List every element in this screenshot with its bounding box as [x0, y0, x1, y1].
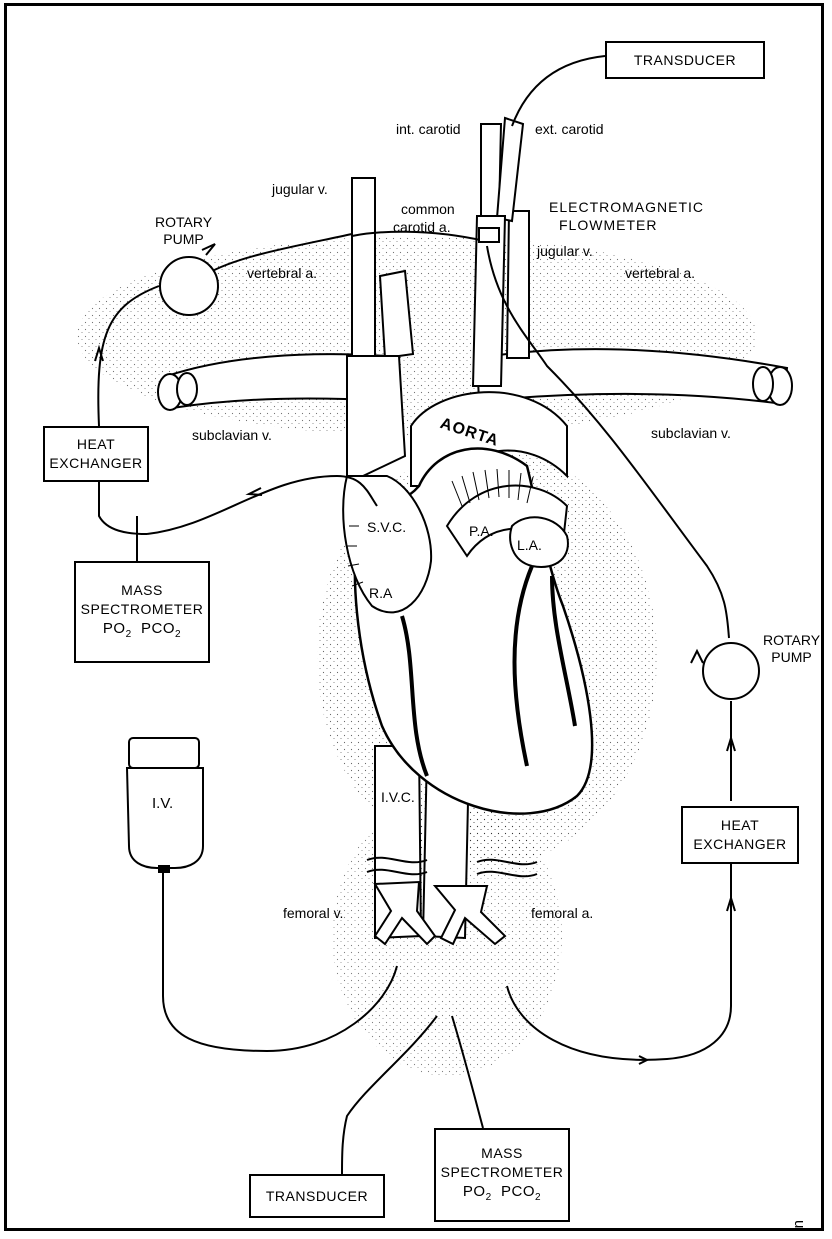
label-int-carotid: int. carotid	[396, 122, 461, 137]
mass-spec-bottom-pco2: PCO	[501, 1183, 535, 1200]
label-svc: S.V.C.	[367, 520, 406, 535]
label-em-flowmeter-1: ELECTROMAGNETIC	[549, 200, 704, 215]
mass-spec-bottom-line1: MASS	[481, 1144, 523, 1163]
label-la: L.A.	[517, 538, 542, 553]
label-common-carotid-1: common	[401, 202, 455, 217]
rotary-pump-left-circle	[160, 257, 218, 315]
label-pa: P.A.	[469, 524, 494, 539]
heat-exchanger-left-line1: HEAT	[77, 435, 115, 454]
heat-exchanger-left-line2: EXCHANGER	[49, 454, 142, 473]
mass-spec-bottom-pco2-sub: 2	[535, 1192, 541, 1203]
label-em-flowmeter-2: FLOWMETER	[559, 218, 657, 233]
mass-spec-left-po2-sub: 2	[126, 629, 132, 640]
artist-credit: g.h.tan	[790, 1220, 807, 1231]
label-ext-carotid: ext. carotid	[535, 122, 603, 137]
mass-spectrometer-left-box: MASS SPECTROMETER PO2 PCO2	[74, 561, 210, 663]
mass-spec-bottom-po2: PO	[463, 1183, 486, 1200]
label-femoral-a: femoral a.	[531, 906, 593, 921]
label-subclavian-v-left: subclavian v.	[192, 428, 272, 443]
mass-spec-left-line1: MASS	[121, 581, 163, 600]
label-jugular-v-right: jugular v.	[537, 244, 593, 259]
rotary-pump-right-label: ROTARY PUMP	[763, 632, 820, 666]
mass-spec-left-gases: PO2 PCO2	[103, 619, 181, 644]
transducer-top-label: TRANSDUCER	[634, 51, 736, 70]
flowmeter-probe	[479, 228, 499, 242]
label-ra: R.A	[369, 586, 392, 601]
jugular-vein-left	[352, 178, 375, 356]
label-ivc: I.V.C.	[381, 790, 415, 805]
heat-exchanger-right-line1: HEAT	[721, 816, 759, 835]
mass-spectrometer-bottom-box: MASS SPECTROMETER PO2 PCO2	[434, 1128, 570, 1222]
heat-exchanger-right-box: HEAT EXCHANGER	[681, 806, 799, 864]
rotary-pump-left-label: ROTARY PUMP	[155, 214, 212, 248]
heat-exchanger-left-box: HEAT EXCHANGER	[43, 426, 149, 482]
label-jugular-v-left: jugular v.	[272, 182, 328, 197]
superior-vena-cava	[347, 356, 405, 476]
label-femoral-v: femoral v.	[283, 906, 343, 921]
label-vertebral-a-right: vertebral a.	[625, 266, 695, 281]
pump-left-line1: ROTARY	[155, 214, 212, 231]
mass-spec-left-po2: PO	[103, 620, 126, 637]
pump-left-line2: PUMP	[155, 231, 212, 248]
label-iv: I.V.	[152, 796, 173, 811]
diagram-frame: int. carotid ext. carotid jugular v. com…	[4, 3, 824, 1231]
mass-spec-bottom-line2: SPECTROMETER	[441, 1163, 564, 1182]
pump-right-line1: ROTARY	[763, 632, 820, 649]
mass-spec-left-pco2: PCO	[141, 620, 175, 637]
mass-spec-bottom-po2-sub: 2	[486, 1192, 492, 1203]
label-common-carotid-2: carotid a.	[393, 220, 451, 235]
mass-spec-left-pco2-sub: 2	[175, 629, 181, 640]
rotary-pump-right-circle	[703, 643, 759, 699]
transducer-bottom-label: TRANSDUCER	[266, 1187, 368, 1206]
mass-spec-left-line2: SPECTROMETER	[81, 600, 204, 619]
transducer-top-box: TRANSDUCER	[605, 41, 765, 79]
heat-exchanger-right-line2: EXCHANGER	[693, 835, 786, 854]
mass-spec-bottom-gases: PO2 PCO2	[463, 1182, 541, 1207]
label-vertebral-a-left: vertebral a.	[247, 266, 317, 281]
pump-right-line2: PUMP	[763, 649, 820, 666]
label-subclavian-v-right: subclavian v.	[651, 426, 731, 441]
transducer-bottom-box: TRANSDUCER	[249, 1174, 385, 1218]
